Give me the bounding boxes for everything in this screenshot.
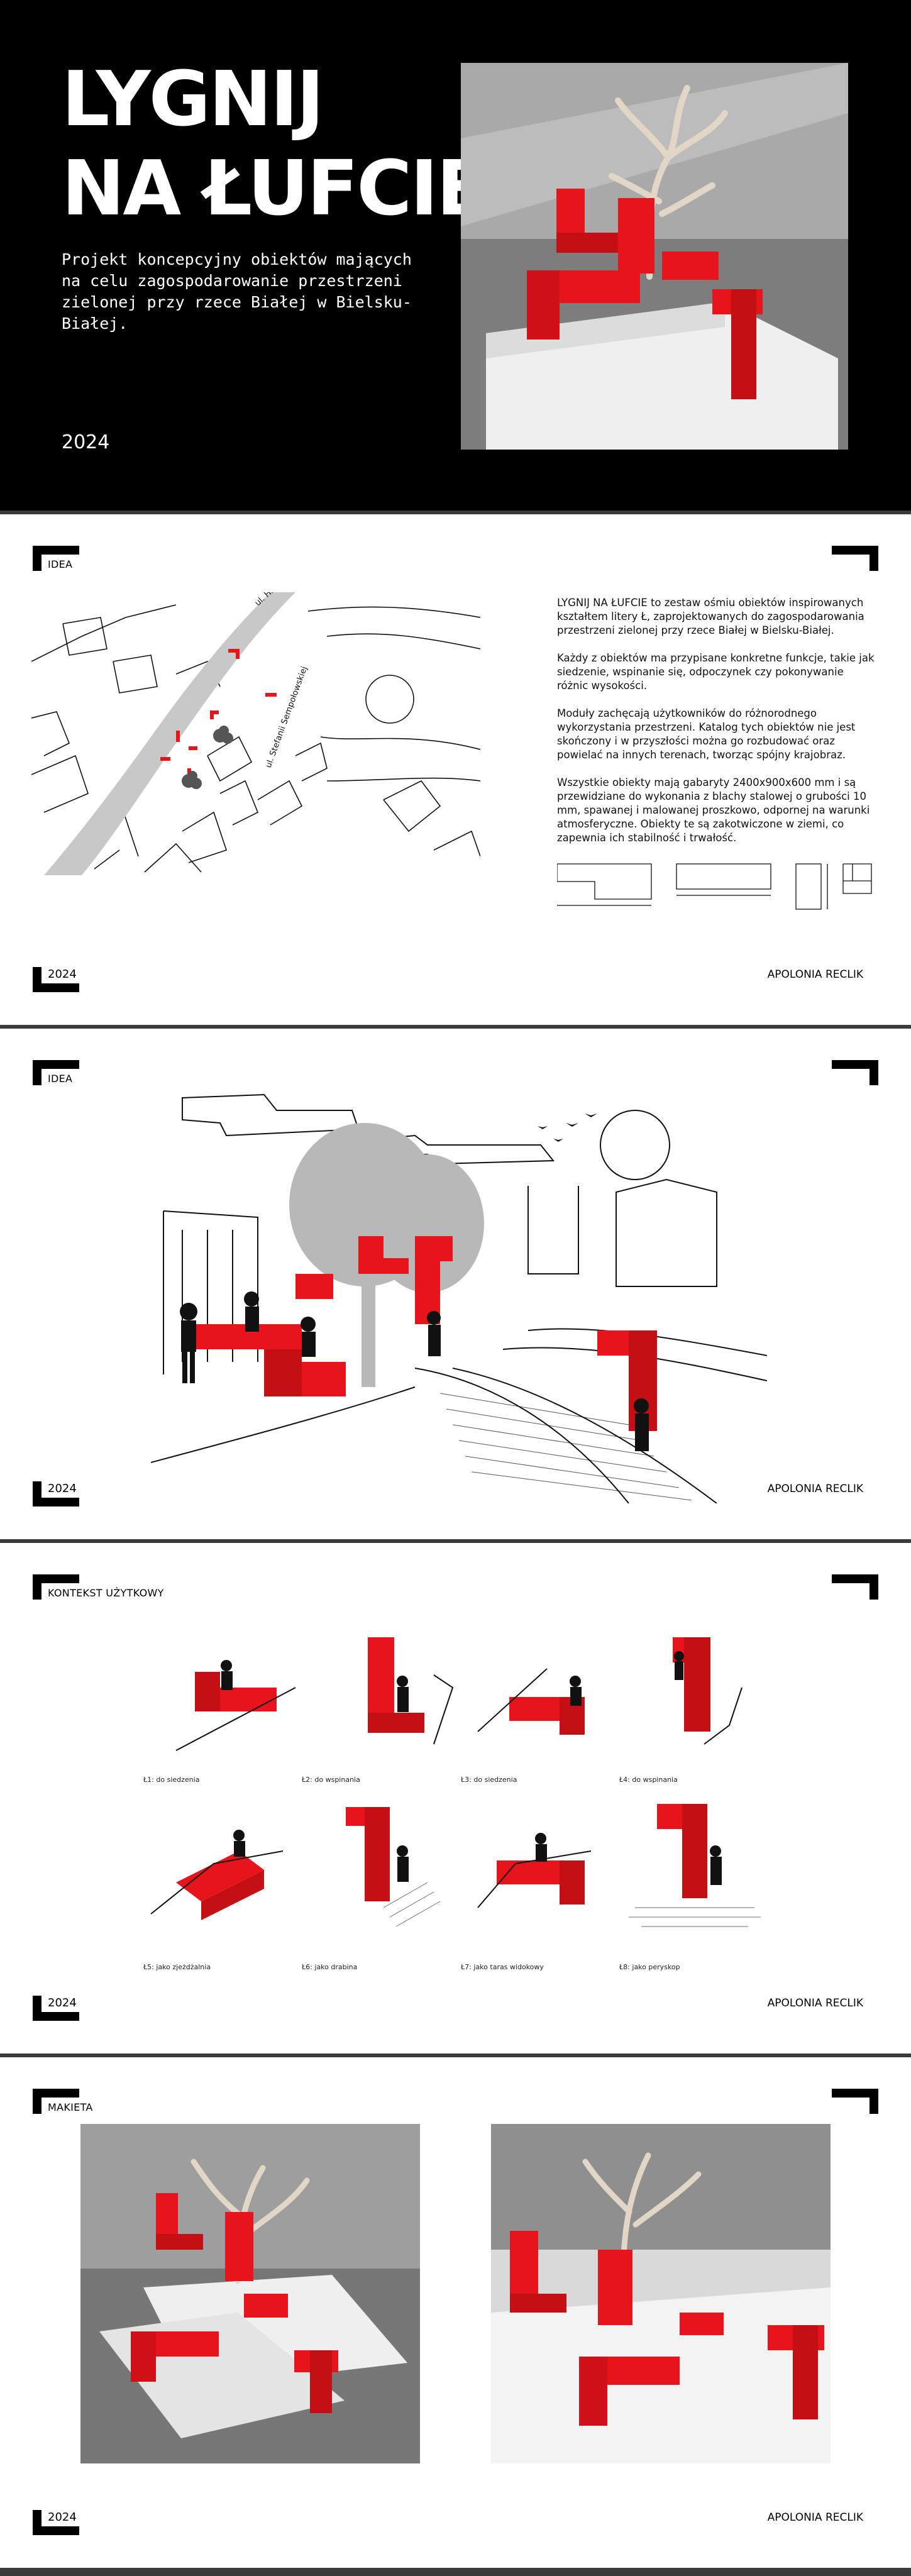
corner-mark-top-left xyxy=(33,1060,79,1085)
use-l2-illustration xyxy=(368,1637,454,1745)
use-l7-illustration xyxy=(477,1833,592,1908)
idea-street-board: IDEA xyxy=(0,1029,911,1539)
use-l4-illustration xyxy=(673,1637,743,1745)
corner-mark-top-left xyxy=(33,546,79,571)
model-photo-left xyxy=(80,2124,420,2463)
cover-title: LYGNIJ NA ŁUFCIE xyxy=(62,55,488,234)
section-tag: KONTEKST UŻYTKOWY xyxy=(48,1587,164,1599)
model-board: MAKIETA xyxy=(0,2057,911,2568)
context-board: KONTEKST UŻYTKOWY xyxy=(0,1543,911,2054)
corner-mark-bottom-left xyxy=(33,1996,79,2021)
corner-mark-top-right xyxy=(832,1574,878,1600)
use-caption-l6: Ł6: jako drabina xyxy=(302,1963,358,1971)
use-caption-l8: Ł8: jako peryskop xyxy=(619,1963,680,1971)
use-l5-illustration xyxy=(150,1830,284,1920)
use-caption-l7: Ł7: jako taras widokowy xyxy=(461,1963,544,1971)
use-caption-l4: Ł4: do wspinania xyxy=(619,1776,678,1784)
cover-year: 2024 xyxy=(62,431,110,453)
idea-paragraph-3: Moduły zachęcają użytkowników do różnoro… xyxy=(557,707,856,761)
idea-paragraph-2: Każdy z obiektów ma przypisane konkretne… xyxy=(557,652,875,692)
corner-mark-bottom-left xyxy=(33,967,79,992)
use-caption-l1: Ł1: do siedzenia xyxy=(143,1776,200,1784)
corner-mark-top-right xyxy=(832,1060,878,1085)
corner-mark-top-right xyxy=(832,2089,878,2114)
use-l6-illustration xyxy=(346,1807,441,1927)
corner-mark-bottom-left xyxy=(33,2510,79,2535)
object-dimension-drawings xyxy=(557,863,872,910)
cover-board: LYGNIJ NA ŁUFCIE Projekt koncepcyjny obi… xyxy=(0,0,911,511)
use-scenarios-illustration xyxy=(150,1637,761,1927)
section-tag: IDEA xyxy=(48,558,73,570)
corner-mark-top-left xyxy=(33,1574,79,1600)
footer-author: APOLONIA RECLIK xyxy=(767,968,863,981)
cover-model-photo xyxy=(461,63,848,450)
street-label-sempolowskiej: ul. Stefanii Sempołowskiej xyxy=(264,665,309,769)
corner-mark-bottom-left xyxy=(33,1481,79,1506)
cover-subtitle: Projekt koncepcyjny obiektów mających na… xyxy=(62,250,412,333)
footer-author: APOLONIA RECLIK xyxy=(767,2511,863,2524)
cover-title-line-1: LYGNIJ xyxy=(62,56,324,143)
idea-map-board: IDEA xyxy=(0,514,911,1025)
site-map: ul. H. Kołłątaja ul. Stefanii Sempołowsk… xyxy=(31,592,480,875)
footer-year: 2024 xyxy=(48,1482,77,1495)
section-tag: IDEA xyxy=(48,1073,73,1085)
footer-author: APOLONIA RECLIK xyxy=(767,1997,863,2009)
footer-year: 2024 xyxy=(48,968,77,981)
use-caption-l5: Ł5: jako zjeżdżalnia xyxy=(143,1963,211,1971)
model-photo-right xyxy=(491,2124,831,2463)
corner-mark-top-right xyxy=(832,546,878,571)
footer-author: APOLONIA RECLIK xyxy=(767,1483,863,1495)
use-l3-illustration xyxy=(477,1668,585,1735)
idea-paragraph-1: LYGNIJ NA ŁUFCIE to zestaw ośmiu obiektó… xyxy=(557,597,864,636)
footer-year: 2024 xyxy=(48,1996,77,2009)
idea-description: LYGNIJ NA ŁUFCIE to zestaw ośmiu obiektó… xyxy=(557,596,878,859)
corner-mark-top-left xyxy=(33,2089,79,2114)
footer-year: 2024 xyxy=(48,2511,77,2524)
use-caption-l3: Ł3: do siedzenia xyxy=(461,1776,517,1784)
use-l8-illustration xyxy=(629,1804,761,1927)
cover-title-line-2: NA ŁUFCIE xyxy=(62,145,488,233)
street-perspective-illustration xyxy=(151,1093,767,1503)
idea-paragraph-4: Wszystkie obiekty mają gabaryty 2400x900… xyxy=(557,777,870,844)
section-tag: MAKIETA xyxy=(48,2101,93,2113)
use-caption-l2: Ł2: do wspinania xyxy=(302,1776,360,1784)
use-l1-illustration xyxy=(175,1660,296,1751)
